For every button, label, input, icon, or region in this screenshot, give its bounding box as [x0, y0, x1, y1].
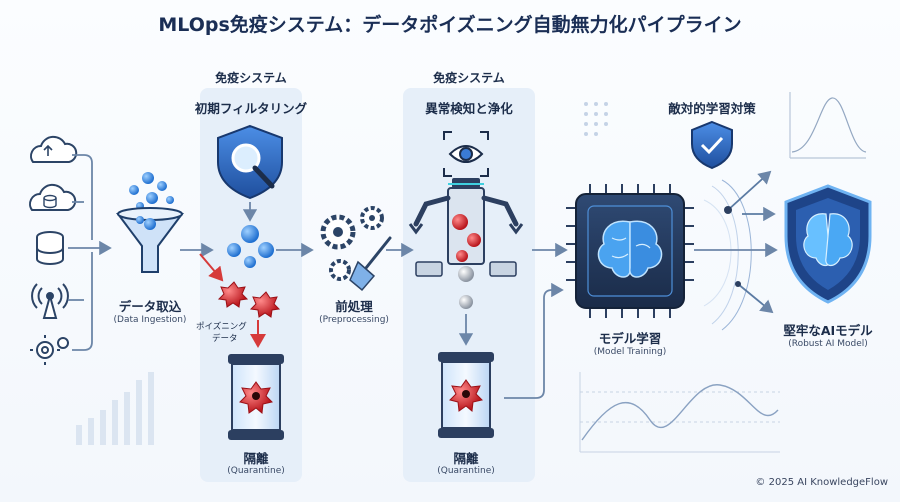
ingest-label: データ取込 [118, 299, 182, 314]
poison-diversion-arrow [199, 253, 224, 282]
preprocess-sublabel: (Preprocessing) [319, 315, 389, 325]
poison-label-line2: データ [212, 334, 238, 344]
adversarial-label: 敵対的学習対策 [668, 101, 756, 116]
bg-distribution-chart [789, 92, 867, 159]
bg-bar-chart-left [76, 372, 154, 445]
stage2-subheader: 異常検知と浄化 [425, 101, 513, 116]
clean-sample-1 [458, 266, 474, 282]
bg-line-chart [579, 372, 780, 453]
page-title: MLOps免疫システム：データポイズニング自動無力化パイプライン [158, 14, 742, 36]
attack-impact-point [724, 206, 732, 214]
clean-sample-2 [459, 295, 473, 309]
quarantine2-label: 隔離 [453, 451, 479, 466]
arrow-quarantine2-to-training [504, 282, 564, 399]
clean-data-cluster [227, 225, 274, 268]
eye-scanner-icon [443, 131, 489, 177]
adversarial-shield-icon [691, 120, 733, 170]
preprocess-label: 前処理 [335, 299, 373, 314]
stage1-header: 免疫システム [215, 71, 287, 85]
deflected-attack-arrows [727, 170, 776, 314]
quarantine2-sublabel: (Quarantine) [437, 466, 495, 476]
settings-icon [30, 335, 69, 365]
robust-label: 堅牢なAIモデル [783, 323, 873, 338]
quarantine1-sublabel: (Quarantine) [227, 466, 285, 476]
training-label: モデル学習 [598, 331, 662, 346]
purification-robot-icon [408, 178, 524, 277]
bg-dot-grid [584, 102, 608, 136]
quarantine-jar-1 [228, 354, 284, 440]
cloud-sync-icon [30, 135, 78, 163]
poison-label-line1: ポイズニング [196, 322, 247, 332]
quarantine1-label: 隔離 [243, 451, 269, 466]
data-particles [129, 172, 174, 210]
source-connectors [68, 154, 112, 351]
quarantine-jar-2 [438, 352, 494, 438]
antenna-icon [31, 283, 69, 319]
shield-magnifier-icon [217, 124, 283, 200]
poison-virus-icon [217, 281, 281, 318]
copyright-text: © 2025 AI KnowledgeFlow [755, 477, 888, 488]
ai-chip-brain-icon [566, 184, 694, 318]
stage1-subheader: 初期フィルタリング [194, 101, 308, 116]
stage2-header: 免疫システム [433, 71, 505, 85]
deflection-arcs [703, 179, 752, 331]
attack-impact-point-2 [735, 281, 741, 287]
ingest-sublabel: (Data Ingestion) [113, 315, 187, 325]
robust-ai-shield-icon [784, 184, 872, 304]
stage2-panel [403, 88, 535, 482]
cloud-database-icon [29, 183, 77, 211]
gears-broom-icon [320, 206, 392, 292]
robust-sublabel: (Robust AI Model) [788, 339, 868, 349]
funnel-icon [116, 207, 184, 273]
database-icon [36, 231, 64, 265]
training-sublabel: (Model Training) [593, 347, 667, 357]
